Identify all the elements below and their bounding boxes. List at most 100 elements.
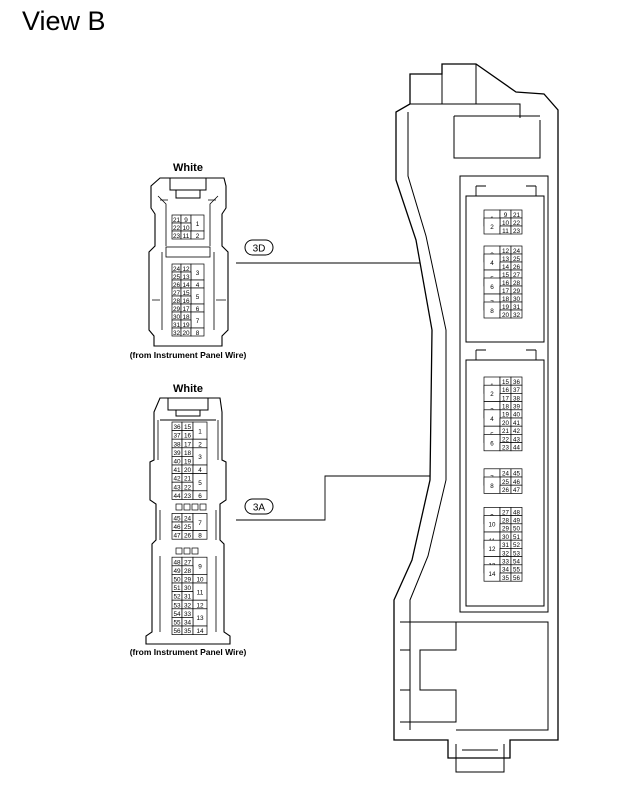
pin-number: 27 (502, 509, 509, 516)
pin-number: 21 (184, 476, 192, 483)
pin-number: 17 (182, 306, 190, 313)
pin-number: 44 (173, 493, 181, 500)
leader-line-3a (236, 475, 478, 521)
key-slot (199, 503, 207, 511)
pin-number: 51 (513, 534, 520, 541)
pin-number: 31 (513, 304, 521, 311)
lower-socket-housing (465, 359, 545, 607)
pin-cell (192, 625, 208, 635)
mounting-bracket-left (400, 621, 457, 723)
key-slot (183, 503, 191, 511)
callout-3a: 3A (244, 498, 274, 515)
connector-3a-source-label: (from Instrument Panel Wire) (130, 647, 247, 657)
pin-number: 54 (173, 611, 181, 618)
pin-number: 25 (513, 256, 521, 263)
pin-number: 17 (184, 441, 192, 448)
pin-number: 10 (489, 522, 496, 529)
pin-number: 17 (502, 288, 510, 295)
pin-number: 14 (502, 264, 510, 271)
pin-number: 18 (502, 296, 510, 303)
pin-number: 31 (173, 322, 181, 329)
pin-number: 31 (502, 542, 509, 549)
pin-number: 52 (513, 542, 520, 549)
pin-number: 29 (184, 577, 192, 584)
pin-number: 11 (183, 233, 190, 240)
upper-socket-housing (465, 195, 545, 343)
pin-number: 28 (173, 298, 181, 305)
pin-number: 25 (184, 524, 192, 531)
pin-number: 20 (184, 467, 192, 474)
pin-number: 35 (502, 575, 509, 582)
pin-number: 26 (173, 282, 181, 289)
junction-block-outline (393, 63, 559, 759)
pin-number: 6 (490, 284, 494, 291)
pin-number: 40 (173, 459, 181, 466)
pin-number: 14 (182, 282, 190, 289)
pin-number: 29 (502, 526, 509, 533)
pin-number: 36 (513, 379, 520, 386)
pin-number: 54 (513, 559, 520, 566)
pin-number: 21 (173, 217, 181, 224)
pin-number: 6 (196, 306, 200, 313)
pin-number: 48 (513, 509, 520, 516)
pin-number: 11 (502, 228, 509, 235)
view-title: View B (22, 6, 106, 36)
pin-number: 30 (173, 314, 181, 321)
pin-cell (190, 327, 205, 337)
pin-number: 15 (502, 272, 510, 279)
pin-number: 13 (182, 274, 190, 281)
pin-number: 38 (173, 441, 181, 448)
pin-number: 4 (490, 260, 494, 267)
pin-cell (510, 442, 523, 452)
pin-number: 9 (184, 217, 188, 224)
junction-block-side-wall (407, 112, 447, 730)
pin-number: 51 (173, 585, 181, 592)
pin-number: 40 (513, 412, 520, 419)
pin-number: 44 (513, 445, 520, 452)
pin-cell (190, 230, 205, 240)
pin-number: 27 (184, 559, 192, 566)
pin-number: 21 (513, 212, 521, 219)
pin-number: 29 (173, 306, 181, 313)
pin-number: 32 (502, 550, 509, 557)
pin-number: 16 (502, 280, 510, 287)
pin-number: 4 (198, 467, 202, 474)
connector-3a-latch (160, 398, 216, 421)
pin-number: 28 (513, 280, 521, 287)
pin-number: 19 (184, 459, 192, 466)
pin-number: 19 (502, 304, 510, 311)
pin-number: 37 (513, 387, 520, 394)
pin-number: 45 (173, 516, 181, 523)
pin-number: 30 (502, 534, 509, 541)
pin-number: 24 (173, 266, 181, 273)
pin-number: 12 (489, 546, 496, 553)
pin-cell (192, 490, 208, 500)
pin-cell (510, 309, 523, 319)
pin-number: 20 (182, 330, 190, 337)
key-slot (183, 547, 191, 555)
pin-number: 43 (173, 484, 181, 491)
pin-number: 24 (502, 471, 509, 478)
pin-number: 19 (502, 412, 509, 419)
pin-number: 34 (184, 620, 192, 627)
lower-socket-pin-grid: 1153616372173831839194042041521422243623… (483, 376, 523, 582)
pin-number: 8 (196, 330, 200, 337)
pin-number: 27 (513, 272, 521, 279)
pin-number: 15 (184, 424, 192, 431)
pin-number: 12 (182, 266, 190, 273)
pin-number: 47 (513, 487, 520, 494)
pin-number: 5 (196, 294, 200, 301)
pin-number: 15 (502, 379, 509, 386)
pin-number: 55 (513, 567, 520, 574)
pin-number: 24 (513, 248, 521, 255)
pin-number: 26 (513, 264, 521, 271)
pin-number: 16 (182, 298, 190, 305)
pin-number: 42 (513, 428, 520, 435)
pin-number: 50 (173, 577, 181, 584)
pin-number: 3 (196, 270, 200, 277)
pin-number: 8 (490, 483, 494, 490)
pin-number: 8 (198, 533, 202, 540)
connector-3d-color-label: White (173, 162, 203, 174)
